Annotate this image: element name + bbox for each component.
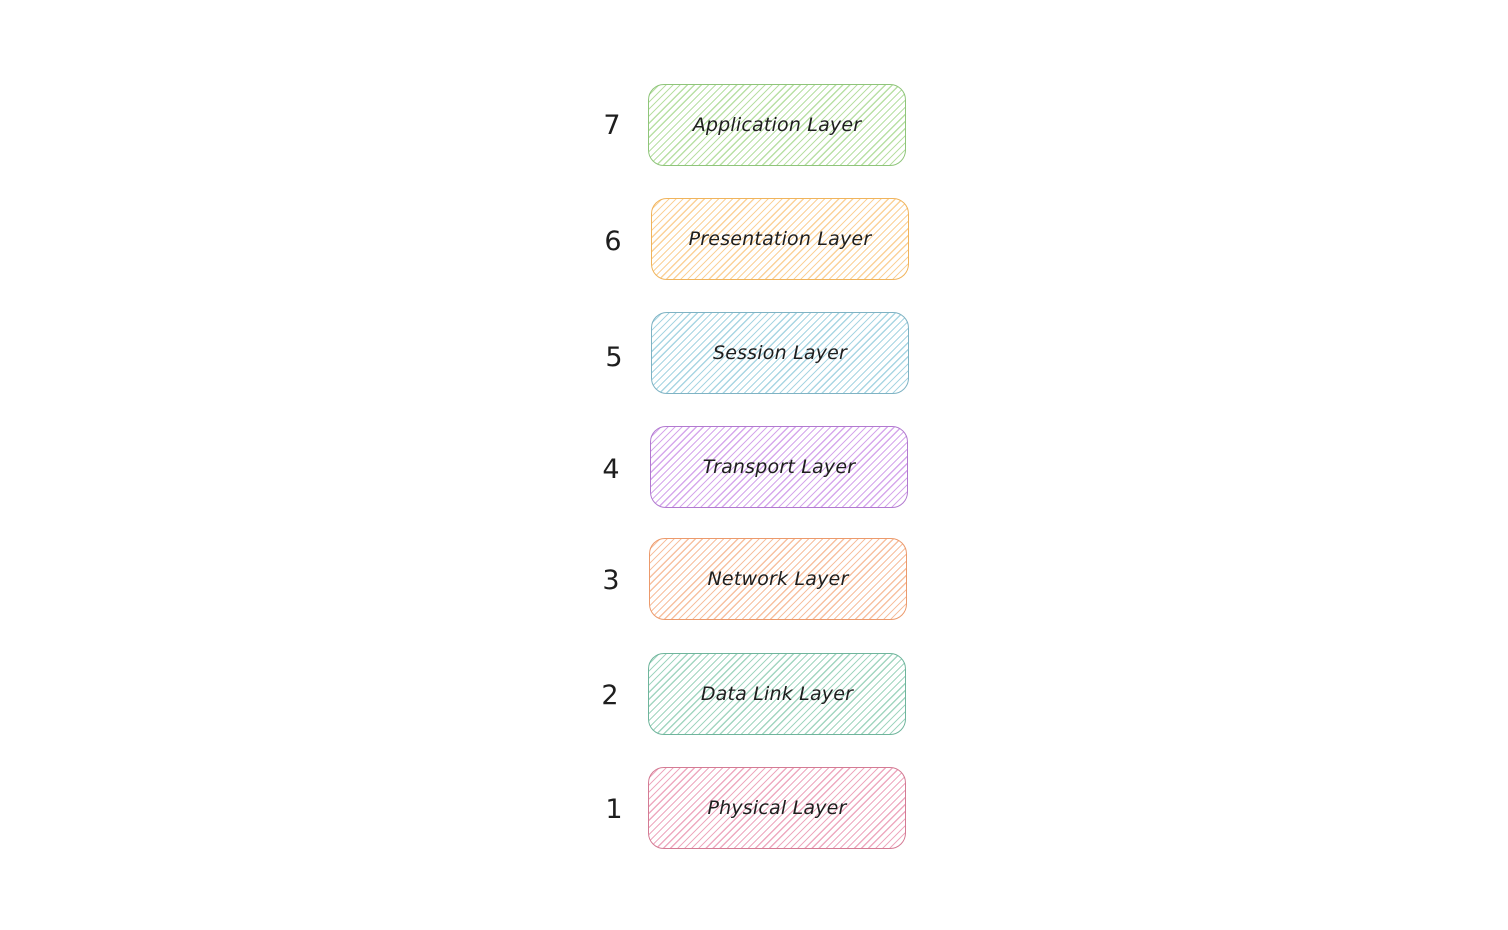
- session-layer-label: Session Layer: [712, 342, 848, 364]
- session-layer-box: Session Layer: [651, 312, 909, 394]
- transport-layer-label: Transport Layer: [702, 456, 856, 478]
- layer-number-3: 3: [602, 565, 620, 596]
- layer-number-6: 6: [604, 226, 622, 257]
- layer-number-4: 4: [602, 454, 620, 485]
- layer-number-1: 1: [605, 794, 623, 825]
- data-link-layer-label: Data Link Layer: [700, 683, 854, 705]
- physical-layer-box: Physical Layer: [648, 767, 906, 849]
- layer-number-7: 7: [603, 110, 621, 141]
- data-link-layer-box: Data Link Layer: [648, 653, 906, 735]
- network-layer-label: Network Layer: [707, 568, 849, 590]
- application-layer-label: Application Layer: [692, 114, 862, 136]
- network-layer-box: Network Layer: [649, 538, 907, 620]
- presentation-layer-label: Presentation Layer: [688, 228, 872, 250]
- application-layer-box: Application Layer: [648, 84, 906, 166]
- transport-layer-box: Transport Layer: [650, 426, 908, 508]
- physical-layer-label: Physical Layer: [707, 797, 847, 819]
- presentation-layer-box: Presentation Layer: [651, 198, 909, 280]
- layer-number-2: 2: [601, 680, 619, 711]
- layer-number-5: 5: [605, 342, 623, 373]
